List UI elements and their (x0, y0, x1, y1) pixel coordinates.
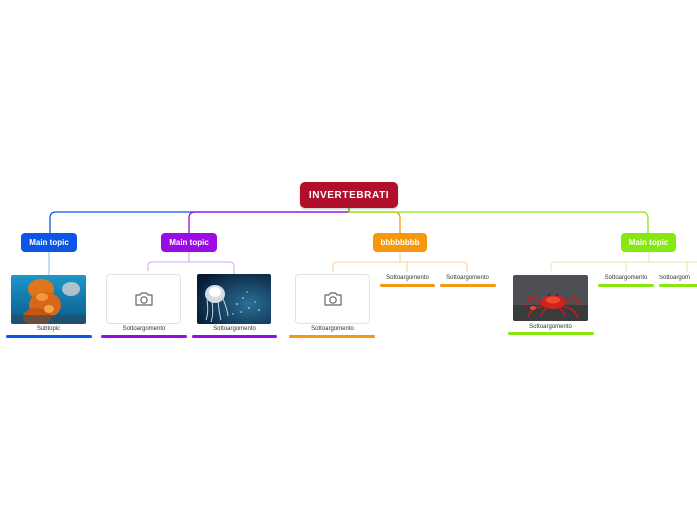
coral-photo (11, 275, 86, 324)
leaf-sottoargomento[interactable]: Sottoargomento (446, 275, 489, 281)
crab-photo (513, 275, 588, 321)
main-topic-2[interactable]: Main topic (161, 233, 217, 252)
leaf-underline (380, 284, 435, 287)
root-topic[interactable]: INVERTEBRATI (300, 182, 398, 208)
connector-branch4-leaves (550, 252, 697, 272)
leaf-subtopic[interactable]: Subtopic (36, 326, 61, 332)
leaf-sottoargomento[interactable]: Sottoargomento (604, 275, 648, 281)
main-topic-1[interactable]: Main topic (21, 233, 77, 252)
leaf-sottoargomento[interactable]: Sottoargom (659, 275, 691, 281)
connector-branch3-leaves (332, 252, 468, 272)
main-topic-4[interactable]: Main topic (621, 233, 676, 252)
leaf-sottoargomento[interactable]: Sottoargomento (122, 326, 166, 332)
leaf-underline (440, 284, 496, 287)
image-placeholder[interactable] (106, 274, 181, 324)
leaf-sottoargomento[interactable]: Sottoargomento (311, 326, 354, 332)
leaf-sottoargomento[interactable]: Sottoargomento (529, 324, 572, 330)
leaf-underline (289, 335, 375, 338)
connector-root-branch-2 (188, 208, 350, 233)
leaf-underline (6, 335, 92, 338)
connector-branch2-leaves (147, 252, 235, 274)
leaf-underline (659, 284, 697, 287)
leaf-underline (508, 332, 594, 335)
leaf-sottoargomento[interactable]: Sottoargomento (213, 326, 256, 332)
camera-icon (323, 292, 342, 306)
image-placeholder[interactable] (295, 274, 370, 324)
camera-icon (134, 292, 153, 306)
leaf-sottoargomento[interactable]: Sottoargomento (386, 275, 429, 281)
main-topic-3[interactable]: bbbbbbbb (373, 233, 427, 252)
jellyfish-photo (197, 274, 271, 324)
connector-root-branch-1 (49, 208, 350, 233)
leaf-underline (598, 284, 654, 287)
leaf-underline (101, 335, 187, 338)
leaf-underline (192, 335, 277, 338)
connector-root-branch-4 (348, 208, 649, 233)
